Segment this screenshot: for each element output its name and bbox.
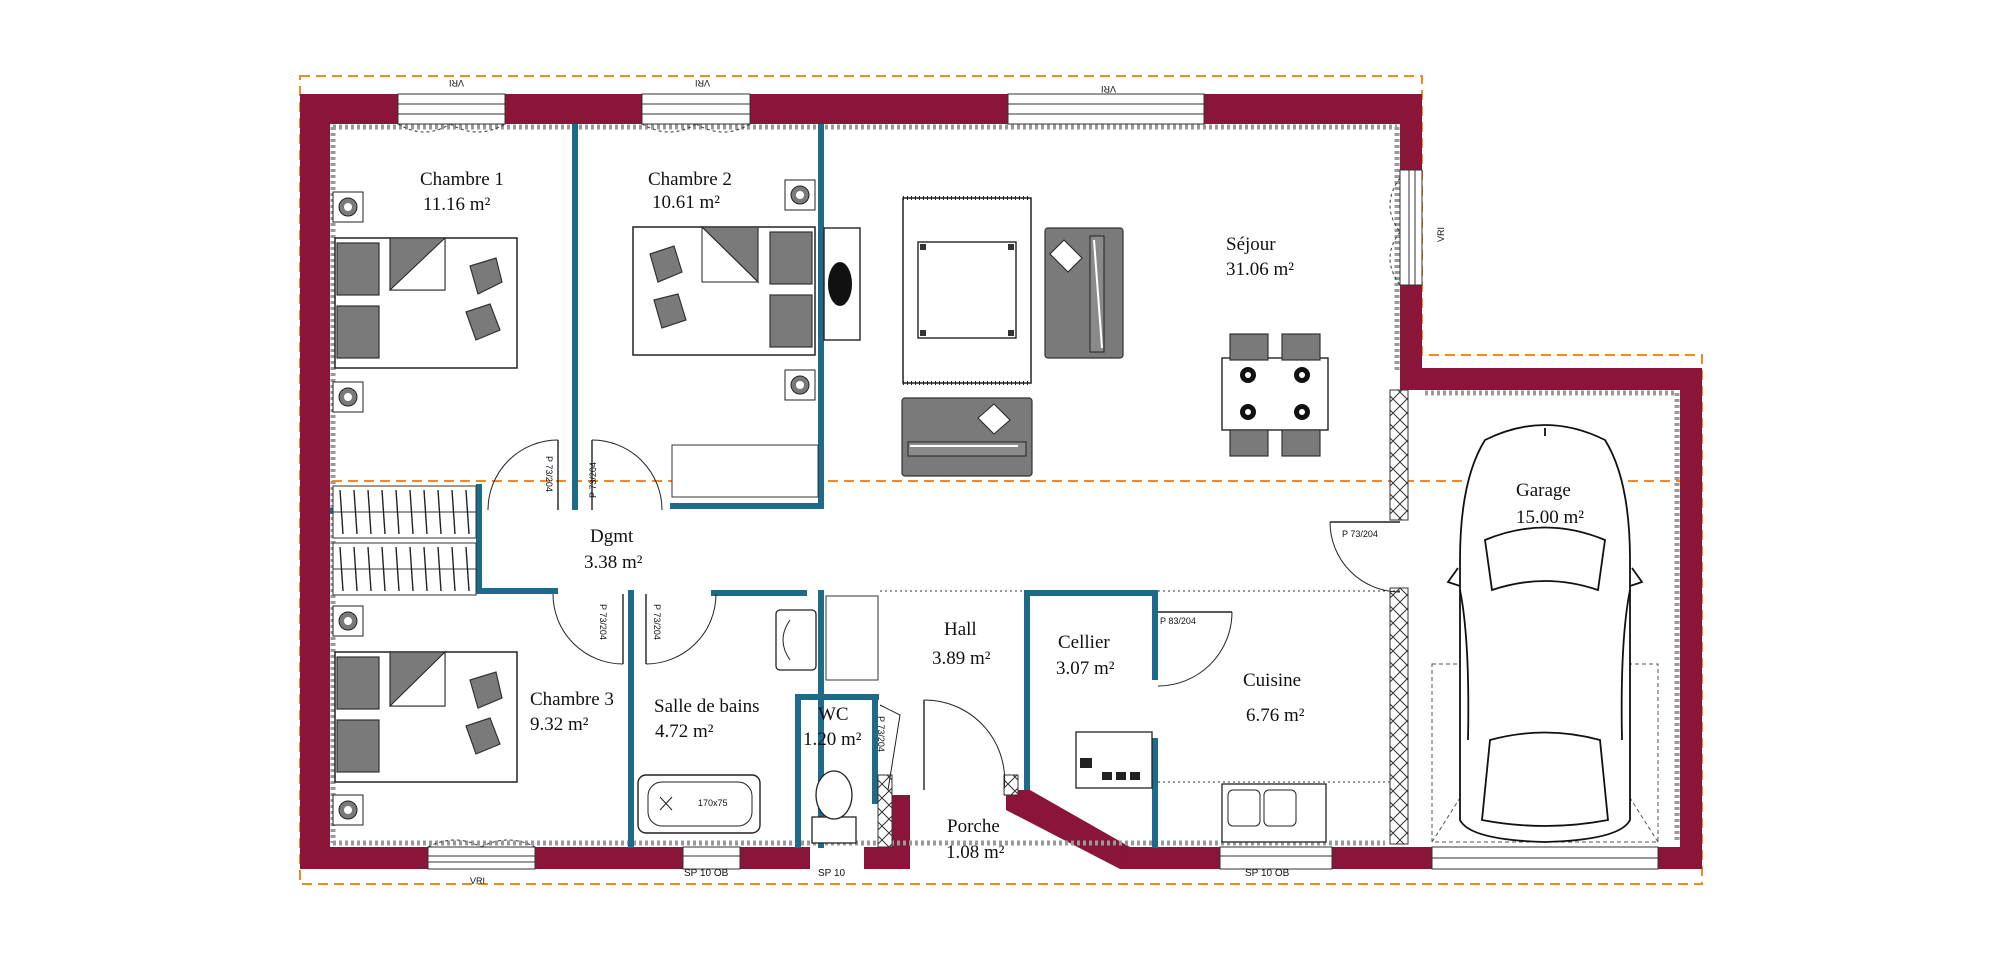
room-area-chambre-1: 11.16 m² xyxy=(423,194,491,215)
nightstand-chambre-2-bottom xyxy=(784,369,816,401)
room-name-cuisine: Cuisine xyxy=(1243,670,1301,691)
room-name-cellier: Cellier xyxy=(1058,632,1110,653)
hatched-wall-hall xyxy=(877,774,893,848)
sink-bathroom xyxy=(775,609,817,671)
kitchen-sink xyxy=(1221,783,1327,843)
room-name-dgmt: Dgmt xyxy=(590,526,634,547)
coffee-table xyxy=(917,241,1017,339)
hanger xyxy=(395,489,400,535)
bathtub-size-label: 170x75 xyxy=(698,798,728,808)
room-area-porche: 1.08 m² xyxy=(946,842,1005,863)
room-labels: Chambre 1 11.16 m² Chambre 2 10.61 m² Sé… xyxy=(420,169,1584,863)
hanger xyxy=(423,546,428,592)
exterior-walls xyxy=(300,94,1702,869)
hanger xyxy=(353,546,358,592)
sofa-bottom xyxy=(901,397,1033,477)
room-name-garage: Garage xyxy=(1516,480,1571,501)
room-area-cellier: 3.07 m² xyxy=(1056,658,1115,679)
window-label-sp10: SP 10 xyxy=(818,868,845,879)
hatched-wall-porche xyxy=(1003,774,1019,796)
vri-label-4: VRI xyxy=(1436,227,1446,242)
hanger xyxy=(339,489,344,535)
doors xyxy=(487,439,1401,791)
hanger xyxy=(339,546,344,592)
toilet xyxy=(811,770,857,844)
bed-chambre-1 xyxy=(334,236,518,369)
room-area-garage: 15.00 m² xyxy=(1516,507,1584,528)
room-area-wc: 1.20 m² xyxy=(803,729,862,750)
hatched-wall-upper xyxy=(1389,389,1409,521)
room-name-sejour: Séjour xyxy=(1226,234,1276,255)
door-label-salle-de-bains: P 73/204 xyxy=(652,604,662,640)
hanger xyxy=(381,489,386,535)
room-area-chambre-2: 10.61 m² xyxy=(652,192,720,213)
room-area-hall: 3.89 m² xyxy=(932,648,991,669)
hanger xyxy=(465,546,470,592)
hanger xyxy=(409,489,414,535)
car xyxy=(1446,424,1644,843)
hanger xyxy=(381,546,386,592)
hanger xyxy=(409,546,414,592)
sofa-right xyxy=(1044,227,1124,359)
room-name-chambre-3: Chambre 3 xyxy=(530,689,614,710)
door-label-cellier: P 83/204 xyxy=(1160,616,1196,626)
door-label-chambre-1: P 73/204 xyxy=(544,456,554,492)
hanger xyxy=(451,546,456,592)
door-label-garage: P 73/204 xyxy=(1342,529,1378,539)
room-area-chambre-3: 9.32 m² xyxy=(530,714,589,735)
vri-label-1: VRI xyxy=(449,78,464,88)
annotations: VRI VRI VRI VRI VRI P 73/204 P 73/204 P … xyxy=(449,78,1446,886)
door-label-chambre-2: P 73/204 xyxy=(588,462,598,498)
stove xyxy=(1075,731,1153,789)
wardrobe-chambre-2 xyxy=(671,444,819,498)
window-label-sp10ob-1: SP 10 OB xyxy=(684,868,729,879)
vri-label-2: VRI xyxy=(695,78,710,88)
hanger xyxy=(437,546,442,592)
room-area-cuisine: 6.76 m² xyxy=(1246,705,1305,726)
hanger xyxy=(465,489,470,535)
wall-insulation xyxy=(330,124,1680,846)
nightstand-chambre-1-bottom xyxy=(332,381,364,413)
bed-chambre-3 xyxy=(334,650,518,783)
room-name-hall: Hall xyxy=(944,619,977,640)
nightstand-chambre-2-top xyxy=(784,179,816,211)
hanger xyxy=(367,489,372,535)
bathtub xyxy=(637,774,761,834)
hanger xyxy=(437,489,442,535)
hanger xyxy=(395,546,400,592)
desk-chambre-2 xyxy=(823,227,861,341)
room-name-chambre-1: Chambre 1 xyxy=(420,169,504,190)
hanger xyxy=(423,489,428,535)
room-area-salle-de-bains: 4.72 m² xyxy=(655,721,714,742)
room-area-sejour: 31.06 m² xyxy=(1226,259,1294,280)
nightstand-chambre-1-top xyxy=(332,191,364,223)
door-label-wc: P 73/204 xyxy=(876,716,886,752)
hall-boundary xyxy=(880,590,1400,783)
nightstand-chambre-3-top xyxy=(332,605,364,637)
hanger xyxy=(353,489,358,535)
washing-area-bathroom xyxy=(825,595,879,681)
room-name-salle-de-bains: Salle de bains xyxy=(654,696,760,717)
dining-table xyxy=(1221,333,1329,457)
room-name-chambre-2: Chambre 2 xyxy=(648,169,732,190)
window-label-sp10ob-2: SP 10 OB xyxy=(1245,868,1290,879)
bed-chambre-2 xyxy=(632,225,816,356)
door-label-chambre-3: P 73/204 xyxy=(598,604,608,640)
nightstand-chambre-3-bottom xyxy=(332,794,364,826)
room-name-porche: Porche xyxy=(947,816,1000,837)
vri-label-3: VRI xyxy=(1101,84,1116,94)
hanger xyxy=(451,489,456,535)
room-name-wc: WC xyxy=(818,704,849,725)
hatched-wall-lower xyxy=(1389,587,1409,845)
hanger xyxy=(367,546,372,592)
room-area-dgmt: 3.38 m² xyxy=(584,552,643,573)
windows xyxy=(397,93,1659,870)
vri-label-5: VRI xyxy=(470,876,485,886)
